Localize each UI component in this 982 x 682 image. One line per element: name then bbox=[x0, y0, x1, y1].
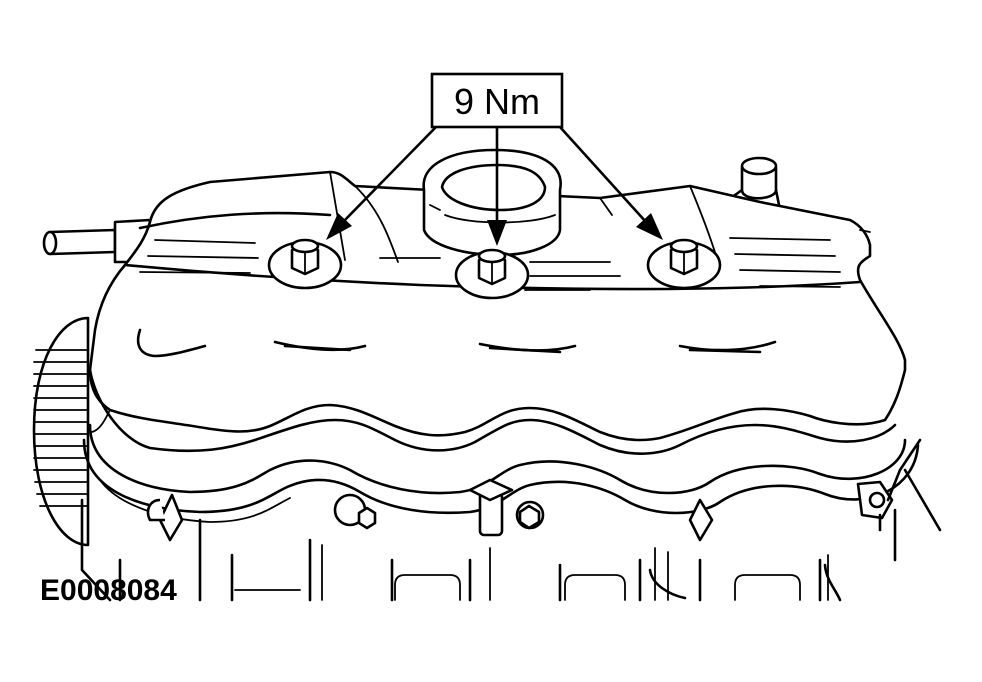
torque-value: 9 Nm bbox=[454, 81, 540, 122]
figure-id: E0008084 bbox=[40, 574, 177, 607]
arrowhead-center bbox=[487, 220, 507, 246]
oil-filler-cap bbox=[422, 148, 562, 257]
arrowhead-right bbox=[636, 213, 663, 240]
callout-leaders bbox=[326, 125, 663, 246]
bolt-center bbox=[454, 248, 530, 300]
cylinder-head bbox=[80, 468, 942, 602]
bolt-left bbox=[267, 238, 343, 290]
arrowhead-left bbox=[326, 213, 352, 240]
lower-fasteners bbox=[146, 438, 922, 602]
valve-cover bbox=[88, 170, 907, 455]
pulley-left bbox=[32, 316, 90, 547]
torque-label-box bbox=[430, 72, 564, 129]
torque-callout: 9 Nm bbox=[430, 72, 564, 129]
bolt-right bbox=[646, 238, 722, 290]
hose-fitting-left bbox=[42, 218, 152, 264]
